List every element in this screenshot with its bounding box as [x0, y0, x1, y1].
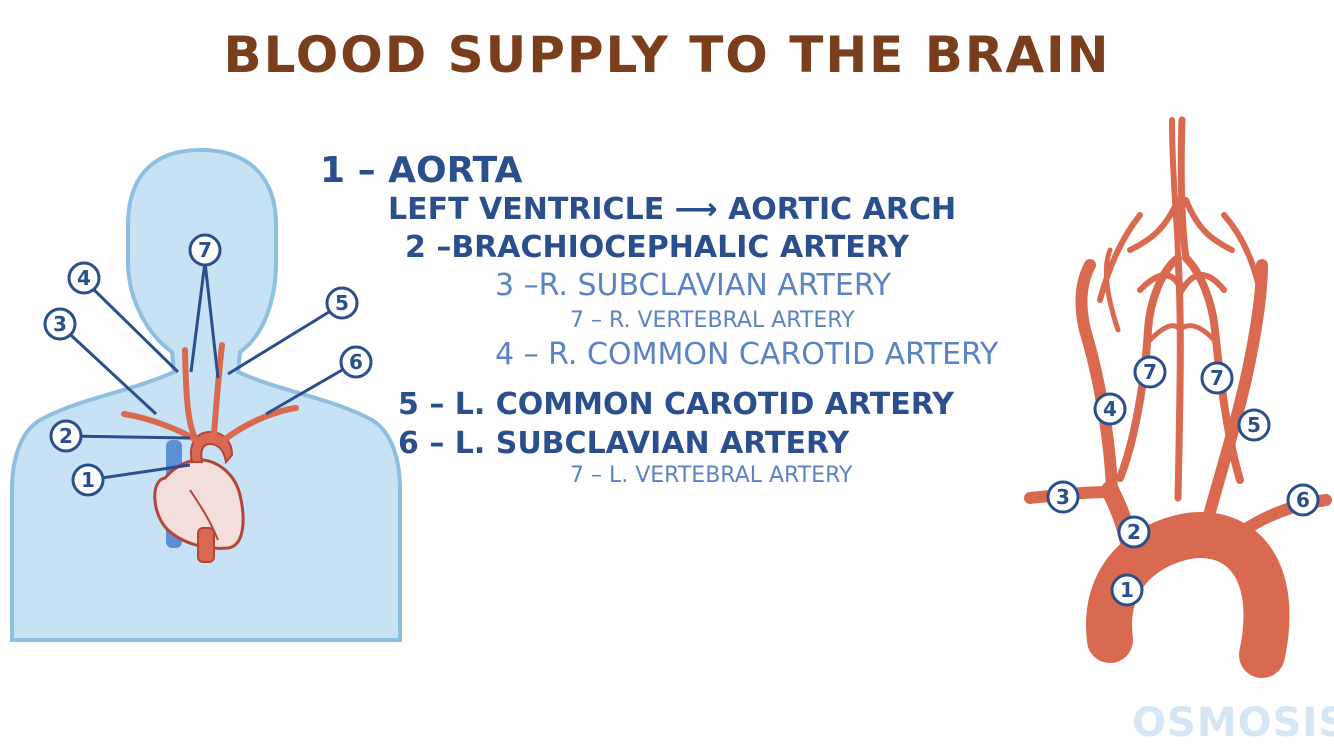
badge-1-right: 1 — [1120, 578, 1134, 602]
badge-4-right: 4 — [1103, 397, 1117, 421]
badge-7-right-b: 7 — [1210, 366, 1224, 390]
badge-7-left: 7 — [198, 238, 212, 262]
badge-2-right: 2 — [1127, 520, 1141, 544]
body-silhouette — [12, 150, 400, 640]
badge-3-right: 3 — [1056, 485, 1070, 509]
badge-5-left: 5 — [335, 291, 349, 315]
badge-5-right: 5 — [1247, 413, 1261, 437]
badge-4-left: 4 — [77, 266, 91, 290]
badge-6-right: 6 — [1296, 488, 1310, 512]
artery-tree — [1030, 120, 1326, 655]
descending-aorta — [198, 528, 214, 562]
badge-7-right-a: 7 — [1143, 360, 1157, 384]
osmosis-watermark: OSMOSIS.o — [1132, 700, 1334, 746]
badge-3-left: 3 — [53, 312, 67, 336]
badge-1-left: 1 — [81, 468, 95, 492]
badge-2-left: 2 — [59, 424, 73, 448]
badge-6-left: 6 — [349, 350, 363, 374]
